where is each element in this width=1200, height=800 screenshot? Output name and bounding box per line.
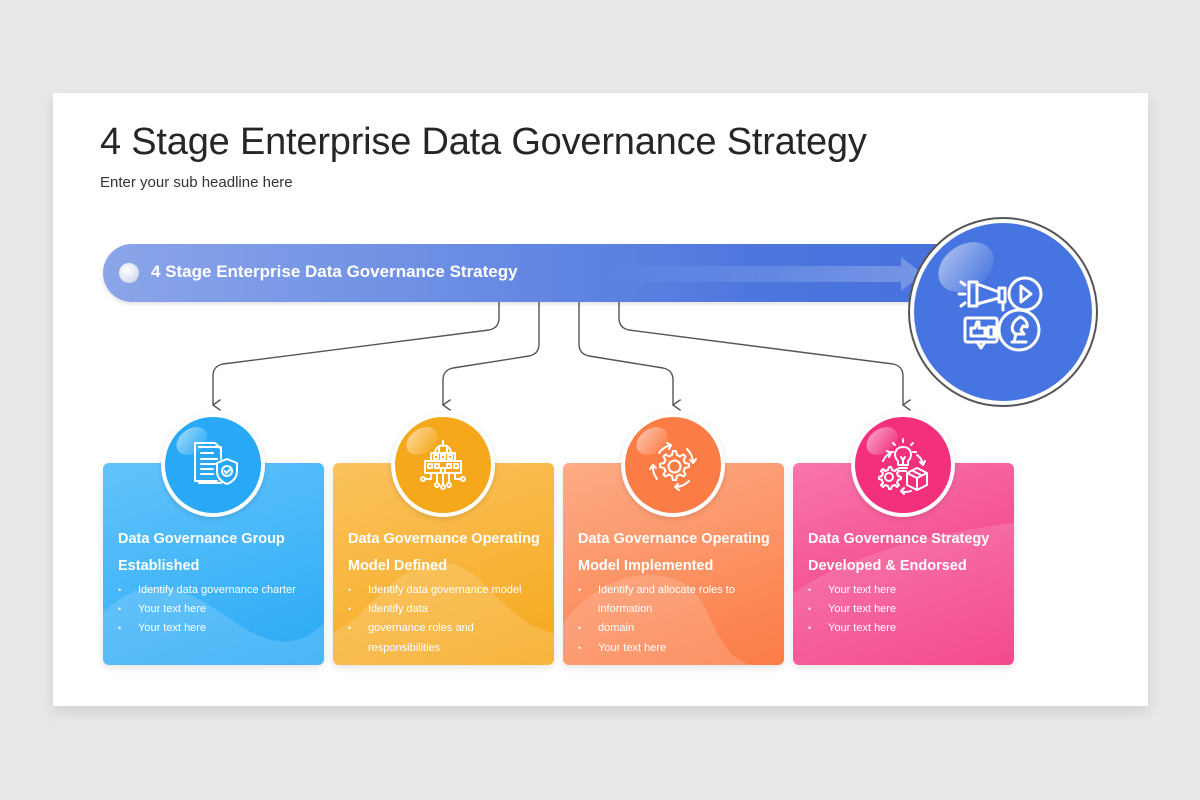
slide: 4 Stage Enterprise Data Governance Strat… bbox=[53, 93, 1148, 706]
list-item: Identify and allocate roles to bbox=[578, 581, 776, 600]
building-network-icon bbox=[420, 440, 466, 490]
list-item: domain bbox=[578, 619, 776, 638]
idea-gear-box-icon bbox=[878, 438, 928, 495]
stage-badge-2 bbox=[391, 413, 495, 517]
banner-bullet-icon bbox=[119, 263, 139, 283]
list-item: Identify data governance charter bbox=[118, 581, 316, 600]
list-item: Identify data governance model bbox=[348, 581, 546, 600]
list-item: Your text here bbox=[118, 619, 316, 638]
marketing-strategy-icon bbox=[957, 276, 1043, 352]
list-item: governance roles and bbox=[348, 619, 546, 638]
list-item: Your text here bbox=[808, 581, 1006, 600]
page-title: 4 Stage Enterprise Data Governance Strat… bbox=[100, 121, 867, 163]
stage-badge-1 bbox=[161, 413, 265, 517]
stage-card-4: Data Governance Strategy Developed & End… bbox=[793, 463, 1014, 665]
list-item: Your text here bbox=[118, 600, 316, 619]
stage-items: Your text here Your text here Your text … bbox=[808, 581, 1006, 639]
list-item: responsibilities bbox=[368, 641, 441, 654]
page-subtitle: Enter your sub headline here bbox=[100, 174, 293, 191]
list-item: Your text here bbox=[808, 619, 1006, 638]
stage-title: Data Governance Group Established bbox=[118, 531, 285, 574]
banner-label: 4 Stage Enterprise Data Governance Strat… bbox=[151, 262, 518, 281]
stage-title: Data Governance Strategy Developed & End… bbox=[808, 531, 990, 574]
list-item: information bbox=[598, 603, 653, 616]
stage-badge-3 bbox=[621, 413, 725, 517]
stage-title: Data Governance Operating Model Defined bbox=[348, 531, 540, 574]
list-item: Identify data bbox=[348, 600, 546, 619]
hub-circle bbox=[908, 217, 1098, 407]
gear-cycle-icon bbox=[649, 442, 697, 491]
strategy-banner: 4 Stage Enterprise Data Governance Strat… bbox=[103, 244, 983, 302]
stage-items: Identify data governance charter Your te… bbox=[118, 581, 316, 639]
stage-items: Identify and allocate roles to informati… bbox=[578, 581, 776, 658]
stage-items: Identify data governance model Identify … bbox=[348, 581, 546, 658]
stage-badge-4 bbox=[851, 413, 955, 517]
stage-title: Data Governance Operating Model Implemen… bbox=[578, 531, 770, 574]
list-item: Your text here bbox=[808, 600, 1006, 619]
arrow-right-icon bbox=[603, 257, 923, 291]
list-item: Your text here bbox=[578, 639, 776, 658]
